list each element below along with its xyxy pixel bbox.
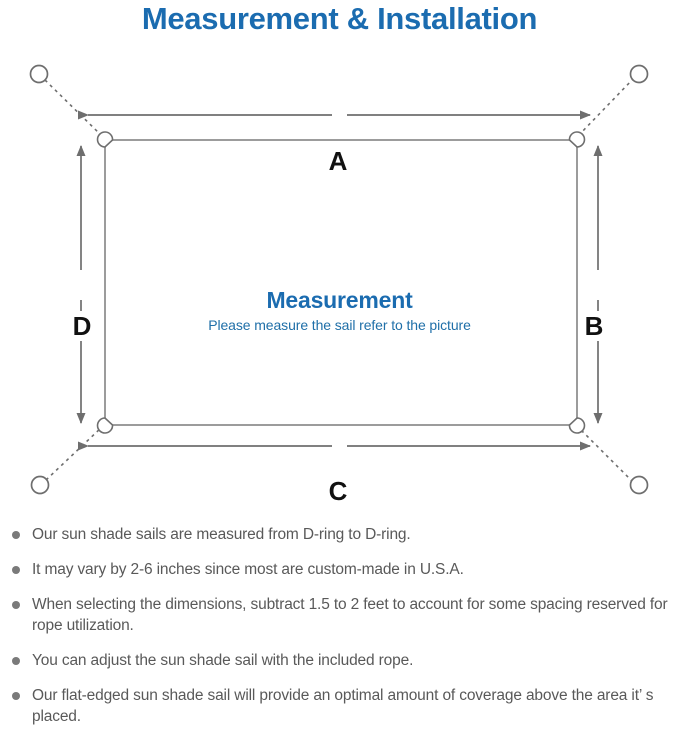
list-item: Our sun shade sails are measured from D-…: [0, 524, 679, 545]
list-item: Our flat-edged sun shade sail will provi…: [0, 685, 679, 727]
bullet-dot-icon: [12, 601, 20, 609]
d-ring-bottom-right-icon: [568, 417, 586, 434]
bullet-dot-icon: [12, 566, 20, 574]
anchor-bottom-left-icon: [30, 475, 50, 495]
dimension-label-c: C: [320, 476, 356, 506]
list-item-text: It may vary by 2-6 inches since most are…: [32, 561, 464, 578]
d-ring-top-left-icon: [96, 131, 114, 148]
page-title: Measurement & Installation: [141, 1, 538, 36]
list-item: It may vary by 2-6 inches since most are…: [0, 559, 679, 580]
list-item-text: Our sun shade sails are measured from D-…: [32, 526, 411, 543]
bullet-dot-icon: [12, 531, 20, 539]
list-item-text: When selecting the dimensions, subtract …: [32, 596, 668, 634]
rope-bottom-right: [576, 425, 634, 483]
anchor-top-right-icon: [629, 64, 649, 84]
list-item-text: Our flat-edged sun shade sail will provi…: [32, 687, 654, 725]
rope-bottom-left: [45, 425, 104, 481]
d-ring-top-right-icon: [568, 131, 586, 148]
d-ring-bottom-left-icon: [96, 417, 114, 434]
sail-diagram: Measurement Please measure the sail refe…: [0, 48, 679, 518]
rope-top-right: [577, 77, 635, 137]
anchor-bottom-right-icon: [629, 475, 649, 495]
rope-top-left: [44, 79, 103, 137]
list-item: You can adjust the sun shade sail with t…: [0, 650, 679, 671]
d-rings: [96, 131, 586, 434]
dimension-label-d: D: [66, 311, 98, 341]
anchor-top-left-icon: [29, 64, 49, 84]
bullet-dot-icon: [12, 657, 20, 665]
list-item: When selecting the dimensions, subtract …: [0, 594, 679, 636]
sail-diagram-svg: [29, 64, 649, 495]
notes-list: Our sun shade sails are measured from D-…: [0, 524, 679, 727]
dimension-label-a: A: [320, 146, 356, 176]
dimension-label-b: B: [578, 311, 610, 341]
list-item-text: You can adjust the sun shade sail with t…: [32, 652, 414, 669]
anchor-points: [29, 64, 649, 495]
sail-body: [104, 139, 578, 426]
rope-lines: [44, 77, 635, 483]
bullet-dot-icon: [12, 692, 20, 700]
